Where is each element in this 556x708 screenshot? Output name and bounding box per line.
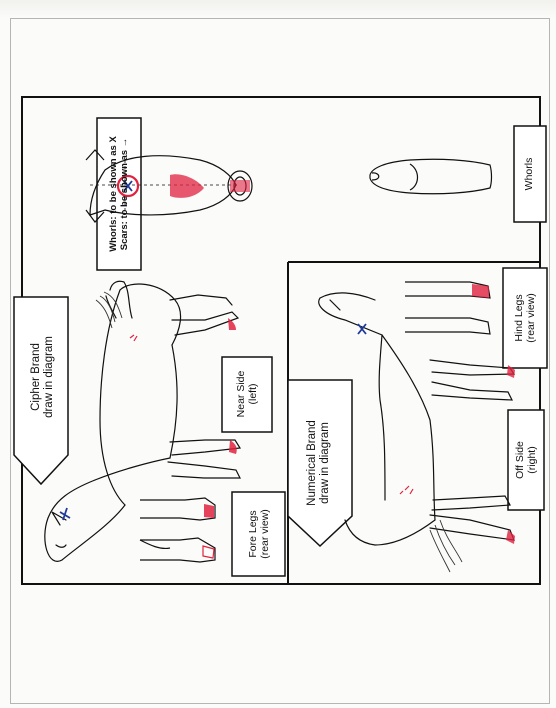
fore-legs-line2: (rear view): [259, 497, 271, 571]
off-side-label: Off Side (right): [514, 427, 538, 493]
fore-leg-marking: [204, 504, 214, 518]
whorls-label: Whorls: [523, 139, 537, 209]
whorls-line1: Whorls: [523, 139, 535, 209]
near-side-fore-sock: [229, 440, 237, 454]
fore-leg-marking-2: [203, 546, 214, 558]
whorls-note: Whorls: to be shown as X: [108, 121, 119, 267]
fore-legs-line1: Fore Legs: [247, 497, 259, 571]
cipher-brand-line1: Cipher Brand: [30, 298, 43, 456]
off-side-marking: [400, 486, 413, 494]
near-side-line2: (left): [247, 358, 259, 430]
fore-legs-rear-view: [140, 498, 215, 562]
near-side-whorl-mark: [60, 508, 70, 520]
near-side-line1: Near Side: [235, 358, 247, 430]
off-side-tail: [430, 520, 462, 572]
cipher-brand-label: Cipher Brand draw in diagram: [30, 298, 58, 456]
off-side-whorl-mark: [358, 324, 366, 334]
near-side-horse: [45, 281, 240, 561]
near-side-tail: [96, 292, 122, 328]
off-side-line1: Off Side: [514, 427, 526, 493]
off-side-line2: (right): [526, 427, 538, 493]
hind-legs-line2: (rear view): [525, 275, 537, 361]
hind-legs-line1: Hind Legs: [513, 275, 525, 361]
numerical-brand-line1: Numerical Brand: [306, 393, 319, 533]
scars-note: Scars: to be shown as →: [119, 121, 130, 267]
numerical-brand-line2: draw in diagram: [319, 393, 332, 533]
hind-leg-marking: [472, 284, 489, 298]
whorls-legend: Whorls: to be shown as X Scars: to be sh…: [108, 121, 130, 267]
cipher-brand-line2: draw in diagram: [43, 298, 56, 456]
near-side-label: Near Side (left): [235, 358, 259, 430]
whorl-blaze-marking: [170, 174, 204, 198]
near-side-marking: [130, 335, 137, 341]
hind-legs-label: Hind Legs (rear view): [513, 275, 537, 361]
numerical-brand-label: Numerical Brand draw in diagram: [306, 393, 334, 533]
whorls-head-top-view: [370, 159, 492, 194]
fore-legs-label: Fore Legs (rear view): [247, 497, 271, 571]
muzzle-marking: [230, 180, 250, 192]
